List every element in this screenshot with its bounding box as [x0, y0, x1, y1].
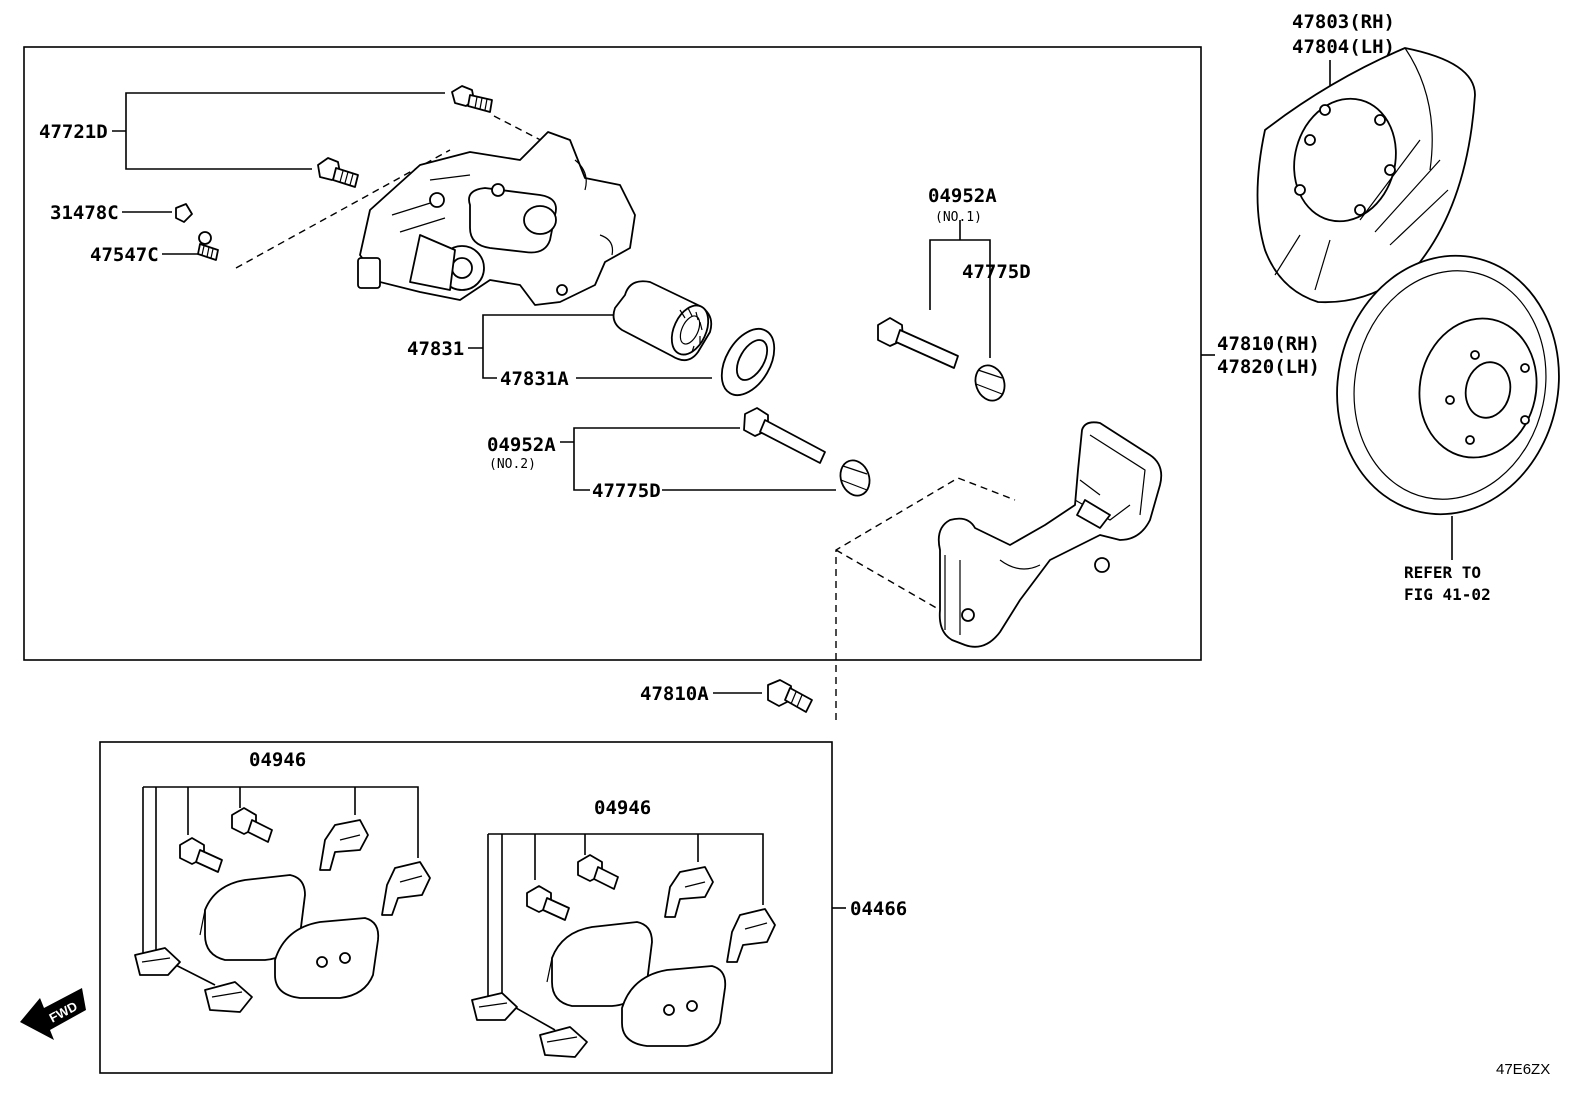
pin-boot-no1 — [974, 364, 1006, 402]
pad-bolt-left-1 — [179, 837, 223, 873]
label-47775D-no2: 47775D — [592, 480, 661, 502]
refer-line-1: REFER TO — [1404, 563, 1481, 582]
label-47831: 47831 — [407, 338, 464, 360]
label-04946-left: 04946 — [249, 749, 306, 771]
label-47775D-no1: 47775D — [962, 261, 1031, 283]
dust-shield — [1256, 47, 1476, 304]
label-04952A-no1-sub: (NO.1) — [935, 210, 982, 225]
bleeder-plug — [197, 231, 219, 261]
label-04946-right: 04946 — [594, 797, 651, 819]
pad-clip-left-2 — [381, 861, 431, 916]
refer-line-2: FIG 41-02 — [1404, 585, 1491, 604]
label-47721D: 47721D — [39, 121, 108, 143]
piston-seal — [720, 328, 776, 396]
pad-shim-right-2 — [539, 1026, 588, 1058]
caliper-bolt-lower — [317, 157, 359, 188]
pad-clip-right-2 — [726, 908, 776, 963]
brake-rotor — [1336, 254, 1560, 516]
diagram-code: 47E6ZX — [1496, 1061, 1550, 1078]
brake-pad-right-2 — [621, 965, 727, 1047]
pad-bolt-right-1 — [526, 885, 570, 921]
label-31478C: 31478C — [50, 202, 119, 224]
pad-shim-left-1 — [134, 947, 181, 976]
label-04952A-no2: 04952A — [487, 434, 556, 456]
pad-kit-left — [134, 807, 431, 1013]
bleeder-cap — [175, 203, 193, 223]
part-labels: 47721D 31478C 47547C 47831 47831A 04952A… — [39, 11, 1395, 920]
label-47547C: 47547C — [90, 244, 159, 266]
pad-clip-left-1 — [319, 819, 369, 871]
label-47831A: 47831A — [500, 368, 569, 390]
fwd-arrow-icon: FWD — [20, 988, 86, 1040]
label-47820-lh: 47820(LH) — [1217, 356, 1320, 378]
caliper-assembly-frame — [23, 46, 1202, 661]
caliper-bolt-upper — [451, 85, 493, 113]
refer-note: REFER TO FIG 41-02 — [1404, 563, 1491, 604]
slide-pin-no2 — [743, 407, 826, 464]
brake-pad-left-2 — [274, 917, 380, 999]
caliper-piston — [612, 280, 713, 362]
caliper-body — [357, 131, 636, 306]
leader-lines — [112, 60, 1453, 1031]
label-47803-rh: 47803(RH) — [1292, 11, 1395, 33]
pin-boot-no2 — [839, 459, 871, 497]
label-04466: 04466 — [850, 898, 907, 920]
label-04952A-no1: 04952A — [928, 185, 997, 207]
bracket-bolt — [767, 679, 813, 713]
label-47810A: 47810A — [640, 683, 709, 705]
caliper-mounting-bracket — [937, 421, 1163, 648]
pad-shim-right-1 — [471, 992, 518, 1021]
slide-pin-no1 — [877, 317, 959, 369]
pad-shim-left-2 — [204, 981, 253, 1013]
pad-bolt-left-2 — [231, 807, 273, 843]
label-04952A-no2-sub: (NO.2) — [489, 457, 536, 472]
pad-bolt-right-2 — [577, 854, 619, 890]
label-47804-lh: 47804(LH) — [1292, 36, 1395, 58]
pad-clip-right-1 — [664, 866, 714, 918]
pad-kit-right — [471, 854, 776, 1058]
label-47810-rh: 47810(RH) — [1217, 333, 1320, 355]
